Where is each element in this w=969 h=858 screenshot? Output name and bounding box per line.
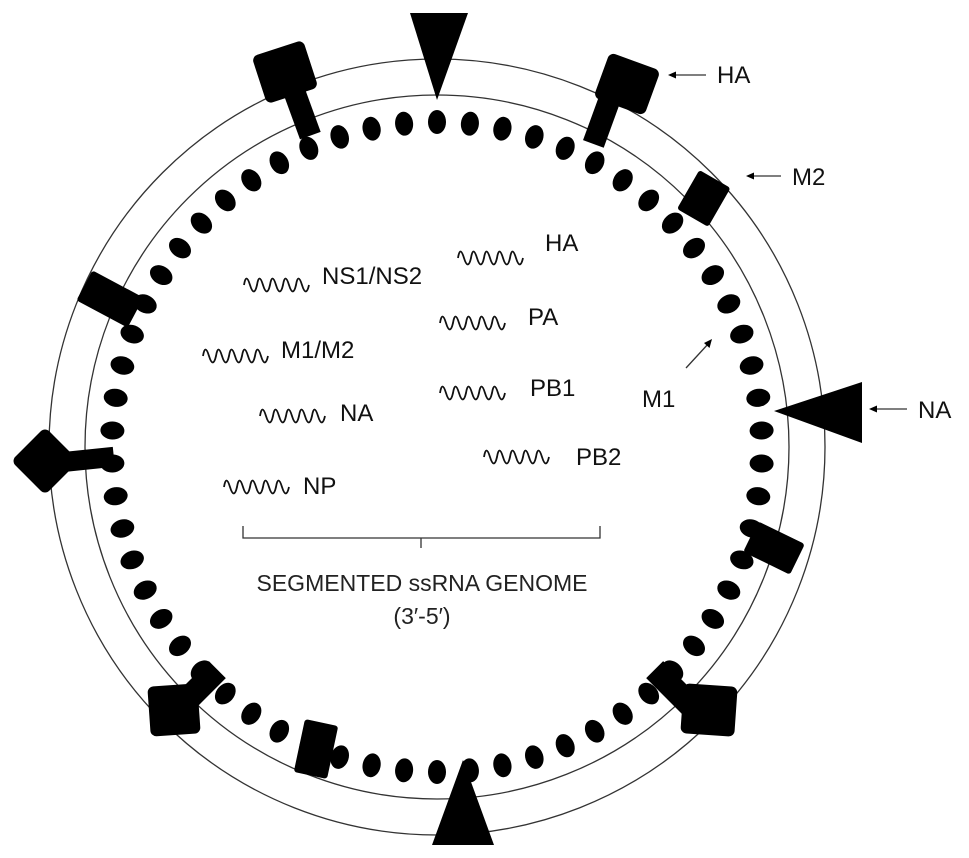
m1-dot	[428, 760, 446, 784]
m1-dot	[638, 189, 660, 212]
m1-dot	[299, 136, 319, 160]
m1-dot	[701, 265, 725, 286]
m1-dot	[749, 421, 774, 440]
m1-dot	[584, 719, 605, 743]
m1-dot	[730, 550, 754, 570]
m1-dot	[638, 682, 660, 705]
m1-dot	[717, 294, 741, 314]
m1-dot	[362, 753, 381, 778]
m2-channel	[77, 271, 143, 327]
m1-dot	[730, 324, 754, 344]
genome-caption-line1: SEGMENTED ssRNA GENOME	[257, 570, 588, 596]
m1-dot	[330, 745, 350, 769]
m1-dot	[555, 136, 575, 160]
na-spike	[774, 382, 862, 443]
callout-label-na: NA	[918, 397, 951, 424]
m1-dot	[100, 421, 125, 440]
m1-dot	[746, 388, 771, 407]
m1-dot	[149, 265, 173, 286]
m1-dot	[110, 356, 135, 375]
rna-segment-ns: NS1/NS2	[243, 263, 422, 293]
m1-dot	[149, 608, 173, 629]
m1-dot	[241, 169, 262, 192]
segment-label-pb2: PB2	[576, 444, 621, 471]
m1-dot	[330, 125, 350, 149]
callout-label-ha: HA	[717, 62, 750, 89]
m1-dot	[120, 550, 144, 570]
callout-arrow-m1	[685, 339, 712, 369]
rna-segment-pb1: PB1	[439, 375, 575, 402]
ha-spike	[583, 53, 659, 148]
m1-dot	[214, 189, 236, 212]
m1-dot	[120, 324, 144, 344]
segment-label-na: NA	[340, 400, 373, 427]
m1-dot	[133, 580, 157, 600]
segment-label-ns1-ns2: NS1/NS2	[322, 263, 422, 290]
ha-spike	[147, 661, 226, 737]
m1-dot	[661, 212, 684, 234]
m1-dot	[524, 125, 544, 149]
m1-dot	[612, 702, 633, 725]
m1-dot	[269, 719, 290, 743]
rna-segment-m: M1/M2	[202, 337, 354, 364]
m1-dot	[739, 356, 764, 375]
m1-dot	[269, 151, 290, 175]
m1-dot	[493, 753, 512, 778]
m1-dot	[584, 151, 605, 175]
m1-dot	[103, 487, 128, 506]
rna-segment-na: NA	[259, 400, 373, 427]
m1-dot	[103, 388, 128, 407]
ha-spike	[253, 41, 321, 140]
m1-dot	[169, 635, 191, 657]
segment-label-ha: HA	[545, 230, 578, 257]
m1-dot	[746, 487, 771, 506]
m1-dot	[683, 635, 705, 657]
m1-dot	[749, 454, 774, 473]
segment-label-np: NP	[303, 473, 336, 500]
m1-dot	[460, 111, 479, 136]
m2-channel	[678, 171, 730, 226]
m1-dot	[362, 116, 381, 141]
m1-dot	[612, 169, 633, 192]
callout-arrow-ha	[668, 71, 706, 79]
m1-dot	[524, 745, 544, 769]
m1-dot	[395, 111, 414, 136]
m1-dot	[493, 116, 512, 141]
m1-dot	[395, 758, 414, 783]
m2-channel	[744, 522, 804, 574]
segment-label-pb1: PB1	[530, 375, 575, 402]
genome-bracket	[242, 526, 601, 548]
m1-dot	[169, 237, 191, 259]
callout-arrow-na	[869, 405, 907, 413]
segment-label-pa: PA	[528, 304, 558, 331]
rna-segment-ha: HA	[457, 230, 578, 266]
m1-dot	[214, 682, 236, 705]
rna-segment-pa: PA	[439, 304, 558, 331]
callout-label-m1: M1	[642, 386, 675, 413]
ha-spike	[13, 429, 115, 493]
m1-dot	[190, 212, 213, 234]
m1-dot	[717, 580, 741, 600]
genome-caption-line2: (3′-5′)	[393, 603, 450, 629]
m1-dot	[428, 110, 446, 134]
m1-dot	[241, 702, 262, 725]
m2-channel	[294, 719, 338, 779]
m1-dot	[555, 734, 575, 758]
m1-matrix-layer	[100, 110, 774, 784]
m1-dot	[110, 519, 135, 538]
na-spike	[410, 13, 468, 100]
m1-dot	[683, 237, 705, 259]
na-spike	[432, 760, 494, 845]
callout-label-m2: M2	[792, 164, 825, 191]
rna-segment-pb2: PB2	[483, 444, 621, 471]
m1-dot	[701, 608, 725, 629]
callout-arrow-m2	[746, 172, 781, 180]
ha-spike	[646, 661, 738, 737]
rna-segment-np: NP	[223, 473, 336, 500]
segment-label-m1-m2: M1/M2	[281, 337, 354, 364]
